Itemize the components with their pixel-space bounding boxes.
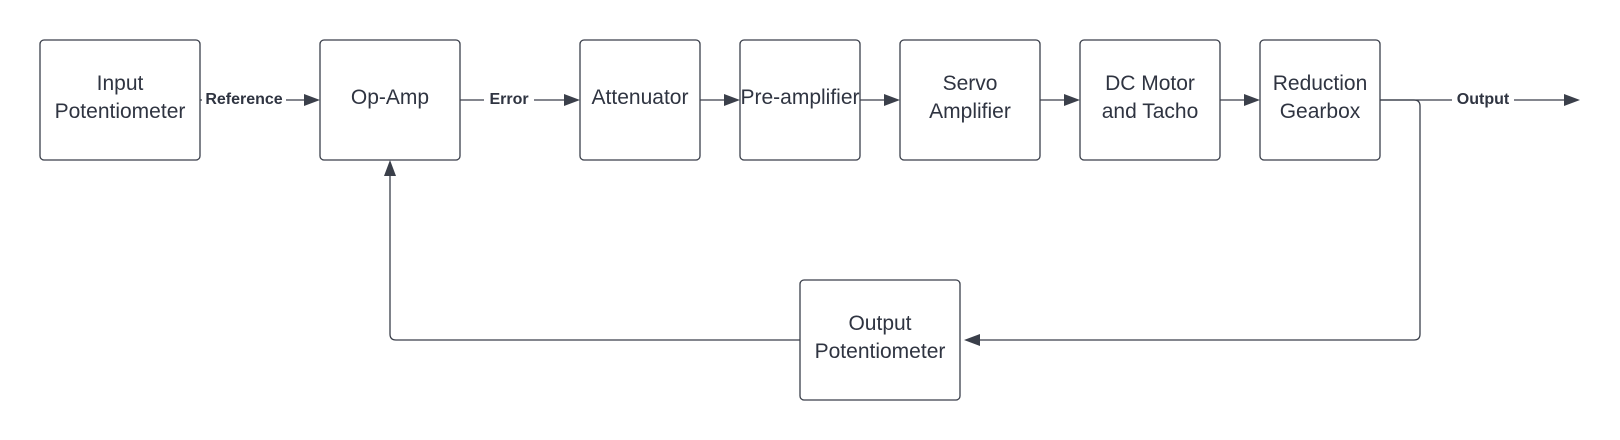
block-attenuator: Attenuator bbox=[579, 39, 701, 161]
arrowhead-opamp bbox=[304, 94, 320, 106]
svg-text:Output: Output bbox=[848, 312, 911, 335]
reference-label: Reference bbox=[205, 91, 282, 108]
block-label-line: Servo bbox=[943, 72, 998, 95]
block-op-amp: Op-Amp bbox=[319, 39, 461, 161]
block-label-line: Op-Amp bbox=[351, 86, 429, 109]
block-label-line: DC Motor bbox=[1105, 72, 1195, 95]
block-label-line: Output bbox=[848, 312, 911, 335]
block-input-potentiometer: Input Potentiometer bbox=[39, 39, 201, 161]
block-label-line: Gearbox bbox=[1280, 100, 1361, 123]
svg-text:Servo: Servo bbox=[943, 72, 998, 95]
block-label-line: Attenuator bbox=[592, 86, 689, 109]
block-label-line: Potentiometer bbox=[55, 100, 186, 123]
svg-text:Gearbox: Gearbox bbox=[1280, 100, 1361, 123]
svg-text:Pre-amplifier: Pre-amplifier bbox=[740, 86, 859, 109]
block-output-potentiometer: Output Potentiometer bbox=[799, 279, 961, 401]
connector-output-pot-to-opamp bbox=[389, 176, 800, 341]
arrowheads bbox=[304, 94, 1580, 346]
svg-text:DC Motor: DC Motor bbox=[1105, 72, 1195, 95]
arrowhead-attenuator bbox=[564, 94, 580, 106]
arrowhead-motor bbox=[1064, 94, 1080, 106]
block-dc-motor-tacho: DC Motor and Tacho bbox=[1079, 39, 1221, 161]
svg-text:and Tacho: and Tacho bbox=[1102, 100, 1199, 123]
svg-text:Reduction: Reduction bbox=[1273, 72, 1368, 95]
output-label: Output bbox=[1457, 91, 1510, 108]
block-label-line: Input bbox=[97, 72, 144, 95]
arrowhead-opamp-feedback bbox=[384, 160, 396, 176]
block-label-line: Amplifier bbox=[929, 100, 1011, 123]
block-label-line: Reduction bbox=[1273, 72, 1368, 95]
block-label-line: and Tacho bbox=[1102, 100, 1199, 123]
svg-text:Amplifier: Amplifier bbox=[929, 100, 1011, 123]
connector-feedback-to-output-pot bbox=[972, 99, 1421, 341]
block-servo-amplifier: Servo Amplifier bbox=[899, 39, 1041, 161]
svg-text:Op-Amp: Op-Amp bbox=[351, 86, 429, 109]
svg-text:Potentiometer: Potentiometer bbox=[55, 100, 186, 123]
block-label-line: Potentiometer bbox=[815, 340, 946, 363]
arrowhead-servo bbox=[884, 94, 900, 106]
arrowhead-gearbox bbox=[1244, 94, 1260, 106]
svg-text:Attenuator: Attenuator bbox=[592, 86, 689, 109]
edge-labels: Reference Error Output bbox=[202, 88, 1514, 110]
block-label-line: Pre-amplifier bbox=[740, 86, 859, 109]
block-pre-amplifier: Pre-amplifier bbox=[739, 39, 861, 161]
arrowhead-output bbox=[1564, 94, 1580, 106]
arrowhead-preamp bbox=[724, 94, 740, 106]
svg-text:Potentiometer: Potentiometer bbox=[815, 340, 946, 363]
block-reduction-gearbox: Reduction Gearbox bbox=[1259, 39, 1381, 161]
svg-text:Input: Input bbox=[97, 72, 144, 95]
error-label: Error bbox=[489, 91, 528, 108]
arrowhead-output-pot bbox=[964, 334, 980, 346]
